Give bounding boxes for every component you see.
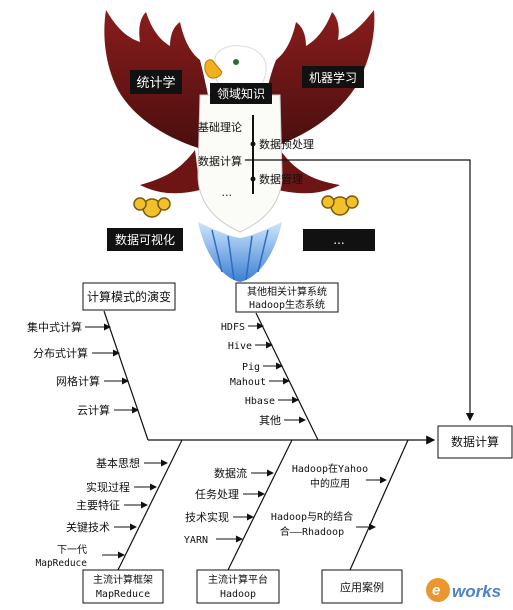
bone-mapreduce [117, 439, 183, 571]
cause-pig: Pig [242, 362, 260, 373]
body-item-data-computing: 数据计算 [198, 154, 242, 168]
bone-hadoop-ecosystem [255, 312, 319, 441]
right-talon-label: ... [333, 233, 344, 247]
cause-others: 其他 [259, 414, 281, 427]
bone-computing-modes [103, 310, 149, 441]
cause-implementation: 实现过程 [86, 480, 130, 494]
cause-hive: Hive [228, 341, 252, 352]
fishbone-head-box [437, 425, 513, 459]
category-box-hadoop-ecosystem [235, 282, 339, 313]
cause-main-features: 主要特征 [76, 498, 120, 512]
category-hadoop: Hadoop [220, 589, 256, 600]
bone-hadoop-platform [227, 439, 293, 571]
category-box-computing-modes [82, 282, 176, 311]
category-hadoop-ecosystem: Hadoop生态系统 [249, 298, 325, 311]
right-talon-label-box [303, 229, 375, 251]
cause-rhadoop-1: Hadoop与R的结合 [271, 510, 353, 523]
category-box-mapreduce [82, 569, 164, 604]
left-talon-label: 数据可视化 [115, 232, 175, 247]
head-label: 领域知识 [217, 87, 265, 101]
cause-centralized-computing: 集中式计算 [27, 320, 82, 334]
eworks-logo: e works [426, 578, 501, 602]
cause-hbase: Hbase [245, 396, 275, 407]
category-mainstream-framework: 主流计算框架 [93, 573, 153, 586]
cause-grid-computing: 网格计算 [56, 374, 100, 388]
cause-next-gen-mapreduce: MapReduce [36, 558, 88, 569]
body-item-basic-theory: 基础理论 [198, 120, 242, 134]
cause-data-flow: 数据流 [214, 466, 247, 480]
category-mainstream-platform: 主流计算平台 [208, 573, 268, 586]
body-item-data-management: 数据管理 [259, 172, 303, 186]
left-wing-label: 统计学 [136, 75, 175, 91]
category-box-hadoop-platform [196, 569, 280, 604]
left-wing-label-box [130, 70, 182, 94]
category-box-applications [321, 569, 403, 604]
cause-hadoop-yahoo-2: 中的应用 [310, 477, 350, 490]
cause-distributed-computing: 分布式计算 [33, 346, 88, 360]
category-computing-modes: 计算模式的演变 [87, 289, 171, 304]
eworks-logo-text: works [452, 582, 501, 601]
head-label-box [210, 83, 272, 104]
body-item-data-preprocessing: 数据预处理 [259, 137, 314, 151]
cause-mahout: Mahout [230, 377, 266, 388]
category-applications: 应用案例 [340, 580, 384, 594]
cause-task-processing: 任务处理 [195, 488, 239, 501]
right-wing-label-box [302, 66, 364, 88]
category-mapreduce: MapReduce [96, 589, 150, 600]
cause-yarn: YARN [184, 535, 208, 546]
cause-hadoop-yahoo-1: Hadoop在Yahoo [292, 463, 368, 475]
cause-tech-implementation: 技术实现 [185, 510, 229, 524]
right-wing-label: 机器学习 [309, 70, 357, 85]
category-other-systems: 其他相关计算系统 [247, 285, 327, 298]
bone-applications [349, 439, 409, 571]
cause-basic-idea: 基本思想 [96, 456, 140, 470]
svg-text:e: e [432, 582, 440, 599]
cause-hdfs: HDFS [221, 322, 245, 333]
fishbone-head-label: 数据计算 [451, 434, 499, 449]
eagle-to-head-connector [245, 159, 475, 422]
cause-key-tech: 关键技术 [66, 520, 110, 534]
cause-cloud-computing: 云计算 [77, 403, 110, 417]
cause-next-gen: 下一代 [57, 544, 87, 556]
left-talon-label-box [107, 228, 183, 251]
body-item-ellipsis: ... [222, 186, 233, 199]
cause-rhadoop-2: 合——Rhadoop [280, 525, 344, 538]
